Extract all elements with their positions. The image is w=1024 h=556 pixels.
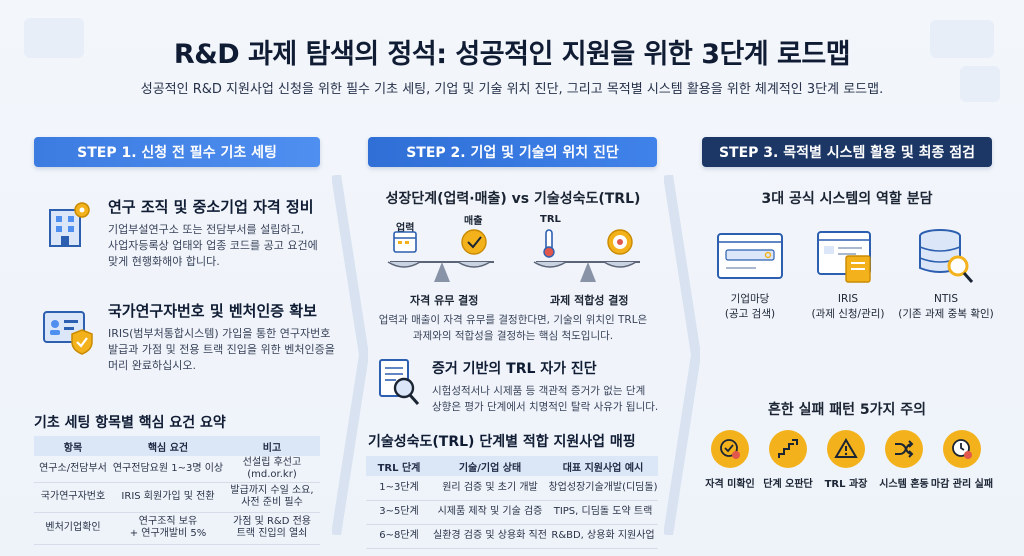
scale-right-label: 과제 적합성 결정: [550, 294, 629, 307]
feature-researcher-id: 국가연구자번호 및 벤처인증 확보 IRIS(범부처통합시스템) 가입을 통한 …: [40, 300, 338, 374]
step3-header: STEP 3. 목적별 시스템 활용 및 최종 점검: [702, 137, 992, 167]
background-decoration: [960, 66, 1000, 102]
feature-title: 국가연구자번호 및 벤처인증 확보: [108, 302, 317, 320]
feature-title: 연구 조직 및 중소기업 자격 정비: [108, 198, 314, 216]
table-header: 기술/기업 상태: [432, 456, 548, 476]
trl-label: TRL: [540, 214, 561, 225]
clock-x-icon: [943, 430, 981, 468]
chevron-separator: [663, 174, 702, 536]
chevron-separator: [331, 174, 370, 536]
feature-trl-self-check: 증거 기반의 TRL 자가 진단 시험성적서나 시제품 등 객관적 증거가 없는…: [376, 358, 662, 415]
fail-patterns-title: 흔한 실패 패턴 5가지 주의: [767, 402, 927, 418]
document-magnifier-icon: [376, 358, 422, 408]
trl-table-title: 기술성숙도(TRL) 단계별 적합 지원사업 매핑: [368, 434, 636, 450]
scale-left-icon: [387, 229, 494, 282]
scale-right-icon: [533, 229, 640, 282]
fail-item-eligibility: 자격 미확인: [698, 430, 762, 490]
fail-item-system: 시스템 혼동: [872, 430, 936, 490]
system-label-iris: IRIS(과제 신청/관리): [811, 293, 885, 320]
stairs-up-icon: [769, 430, 807, 468]
table-header: TRL 단계: [366, 456, 432, 476]
fail-item-deadline: 마감 관리 실패: [930, 430, 994, 490]
database-search-icon: [919, 229, 974, 283]
fail-item-trl: TRL 과장: [814, 430, 878, 490]
feature-description: 기업부설연구소 또는 전담부서를 설립하고, 사업자등록상 업태와 업종 코드를…: [108, 223, 318, 268]
check-x-icon: [711, 430, 749, 468]
table-header: 대표 지원사업 예시: [548, 456, 658, 476]
growth-vs-trl-title: 성장단계(업력·매출) vs 기술성숙도(TRL): [385, 191, 641, 207]
table-row: 국가연구자번호 IRIS 회원가입 및 전환 발급까지 수일 소요,사전 준비 …: [34, 482, 320, 513]
feature-research-org: 연구 조직 및 중소기업 자격 정비 기업부설연구소 또는 전담부서를 설립하고…: [40, 196, 338, 270]
background-decoration: [24, 18, 84, 58]
table-header: 핵심 요건: [112, 436, 224, 456]
table-row: 연구소/전담부서 연구전담요원 1~3명 이상 선설립 후선고(md.or.kr…: [34, 456, 320, 483]
background-decoration: [930, 20, 994, 58]
shuffle-icon: [885, 430, 923, 468]
document-window-icon: [817, 231, 871, 283]
sales-label: 매출: [464, 216, 483, 227]
basic-setup-table: 항목 핵심 요건 비고 연구소/전담부서 연구전담요원 1~3명 이상 선설립 …: [34, 436, 320, 545]
scale-left-label: 자격 유무 결정: [410, 294, 479, 307]
system-label-bizinfo: 기업마당(공고 검색): [724, 293, 776, 320]
browser-search-icon: [717, 233, 783, 279]
feature-description: 시험성적서나 시제품 등 객관적 증거가 없는 단계 상향은 평가 단계에서 치…: [432, 385, 659, 413]
history-label: 업력: [396, 223, 415, 234]
feature-description: IRIS(범부처통합시스템) 가입을 통한 연구자번호 발급과 가점 및 전용 …: [108, 327, 335, 372]
id-card-shield-icon: [40, 300, 96, 356]
basic-setup-table-title: 기초 세팅 항목별 핵심 요건 요약: [34, 415, 226, 431]
table-header: 항목: [34, 436, 112, 456]
building-gear-icon: [40, 196, 96, 252]
table-header: 비고: [224, 436, 320, 456]
step2-header: STEP 2. 기업 및 기술의 위치 진단: [368, 137, 657, 167]
fail-item-stage: 단계 오판단: [756, 430, 820, 490]
warning-icon: [827, 430, 865, 468]
page-title: R&D 과제 탐색의 정석: 성공적인 지원을 위한 3단계 로드맵: [173, 39, 851, 70]
trl-description: 업력과 매출이 자격 유무를 결정한다면, 기술의 위치인 TRL은 과제와의 …: [378, 314, 648, 342]
page-subtitle: 성공적인 R&D 지원사업 신청을 위한 필수 기초 세팅, 기업 및 기술 위…: [140, 82, 884, 97]
step1-header: STEP 1. 신청 전 필수 기초 세팅: [34, 137, 320, 167]
systems-title: 3대 공식 시스템의 역할 분담: [761, 191, 933, 207]
system-label-ntis: NTIS(기존 과제 중복 확인): [898, 293, 994, 320]
feature-title: 증거 기반의 TRL 자가 진단: [432, 361, 597, 377]
